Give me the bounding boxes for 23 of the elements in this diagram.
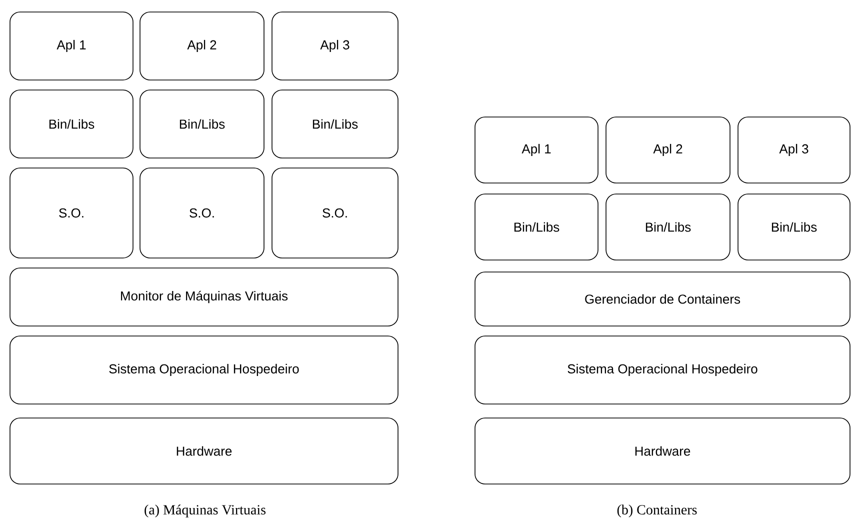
layer-box: Apl 1: [474, 116, 598, 184]
layer-box: Bin/Libs: [140, 90, 264, 158]
layer-box: Hardware: [474, 418, 850, 484]
layer-box: Apl 2: [140, 12, 264, 80]
layer-box: S.O.: [272, 168, 398, 258]
layer-box: Apl 1: [10, 12, 134, 80]
layer-box: Monitor de Máquinas Virtuais: [10, 268, 398, 326]
layer-box: Bin/Libs: [474, 194, 598, 260]
layer-box: Bin/Libs: [10, 90, 134, 158]
layer-box: Bin/Libs: [606, 194, 730, 260]
layer-box: S.O.: [140, 168, 264, 258]
layer-box: S.O.: [10, 168, 134, 258]
caption: (b) Containers: [617, 504, 697, 518]
layer-box: Bin/Libs: [738, 194, 850, 260]
layer-box: Apl 3: [738, 116, 850, 184]
layer-box: Sistema Operacional Hospedeiro: [10, 336, 398, 404]
caption: (a) Máquinas Virtuais: [144, 504, 266, 518]
layer-box: Apl 3: [272, 12, 398, 80]
layer-box: Sistema Operacional Hospedeiro: [474, 336, 850, 404]
layer-box: Hardware: [10, 418, 398, 484]
layer-box: Apl 2: [606, 116, 730, 184]
layer-box: Gerenciador de Containers: [474, 272, 850, 326]
layer-box: Bin/Libs: [272, 90, 398, 158]
